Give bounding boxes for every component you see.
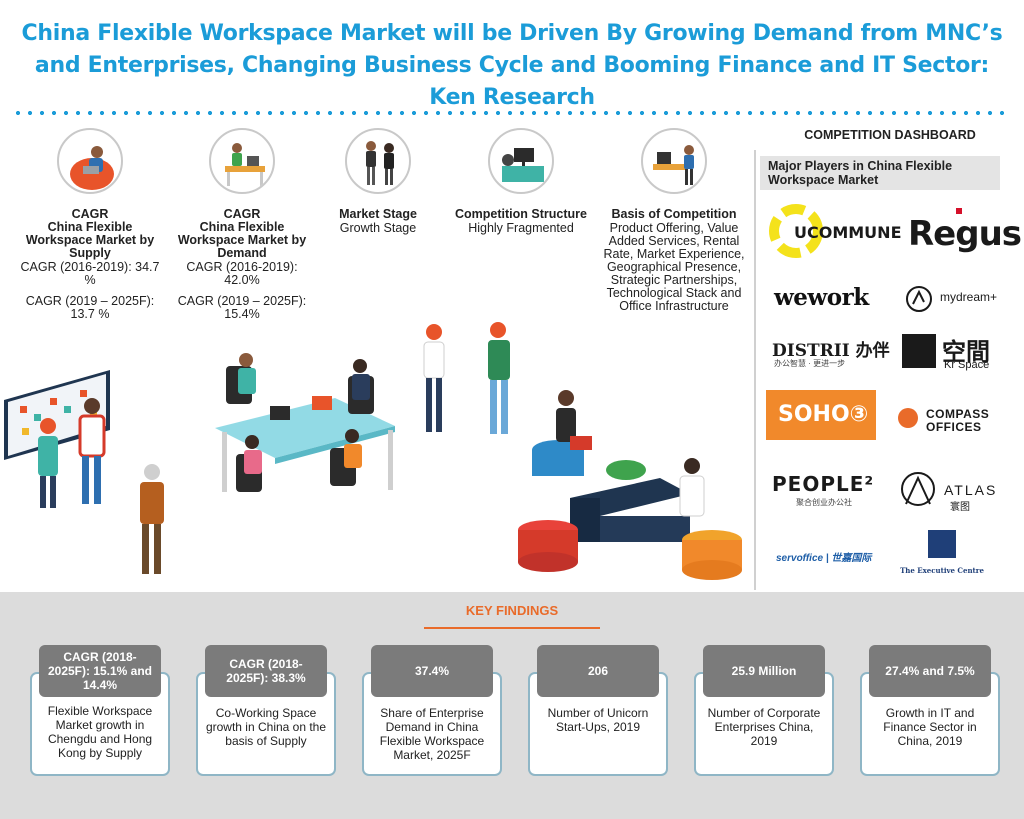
key-findings-underline (424, 627, 600, 629)
logo-people-squared: PEOPLE² 聚合创业办公社 (772, 472, 875, 507)
logo-compass-offices: COMPASS OFFICES (898, 404, 1010, 434)
finding-card-value: 25.9 Million (703, 645, 825, 697)
ucommune-mark-icon (769, 204, 823, 258)
dashboard-divider (754, 150, 756, 590)
logo-regus: Regus (908, 208, 1022, 256)
stat-competition-structure: Competition Structure Highly Fragmented (448, 128, 594, 235)
presenters-icon (345, 128, 411, 194)
finding-card-value: CAGR (2018-2025F): 15.1% and 14.4% (39, 645, 161, 697)
stat-market-stage: Market Stage Growth Stage (318, 128, 438, 235)
finding-card-value: 27.4% and 7.5% (869, 645, 991, 697)
krspace-mark-icon (902, 334, 936, 368)
mydream-mark-icon (906, 286, 932, 312)
logo-atlas: ATLAS 寰图 (898, 466, 1010, 516)
office-meeting-icon (641, 128, 707, 194)
logo-ucommune: UCOMMUNE (768, 204, 902, 258)
beanbag-person-icon (57, 128, 123, 194)
logo-servoffice: servoffice | 世嘉国际 (776, 553, 872, 564)
finding-card-value: CAGR (2018-2025F): 38.3% (205, 645, 327, 697)
logo-mydream: mydream+ (904, 282, 1014, 316)
logo-krspace: 空間 Kr Space (902, 332, 1010, 374)
logo-distrii: DISTRII 办伴 办公智慧 · 更进一步 (772, 341, 890, 368)
logo-executive-centre: The Executive Centre (898, 530, 986, 576)
finding-card-value: 206 (537, 645, 659, 697)
page-title: China Flexible Workspace Market will be … (21, 21, 1003, 110)
logo-wework: wework (774, 284, 869, 311)
computer-desk-icon (488, 128, 554, 194)
compass-mark-icon (898, 408, 918, 428)
stat-supply-cagr: CAGR China Flexible Workspace Market by … (20, 128, 160, 321)
regus-dot-icon (956, 208, 962, 214)
key-findings-panel (0, 592, 1024, 819)
key-findings-title: KEY FINDINGS (465, 603, 559, 618)
stat-basis-of-competition: Basis of Competition Product Offering, V… (598, 128, 750, 313)
coworking-illustration (4, 322, 742, 580)
logo-soho: SOHO③ (766, 390, 876, 440)
finding-card-value: 37.4% (371, 645, 493, 697)
desk-worker-icon (209, 128, 275, 194)
atlas-mark-icon (901, 472, 935, 506)
dotted-divider (12, 110, 1012, 116)
dashboard-subtitle: Major Players in China Flexible Workspac… (760, 156, 1000, 190)
stat-demand-cagr: CAGR China Flexible Workspace Market by … (172, 128, 312, 321)
executive-centre-mark-icon (928, 530, 956, 558)
dashboard-title: COMPETITION DASHBOARD (804, 128, 976, 142)
